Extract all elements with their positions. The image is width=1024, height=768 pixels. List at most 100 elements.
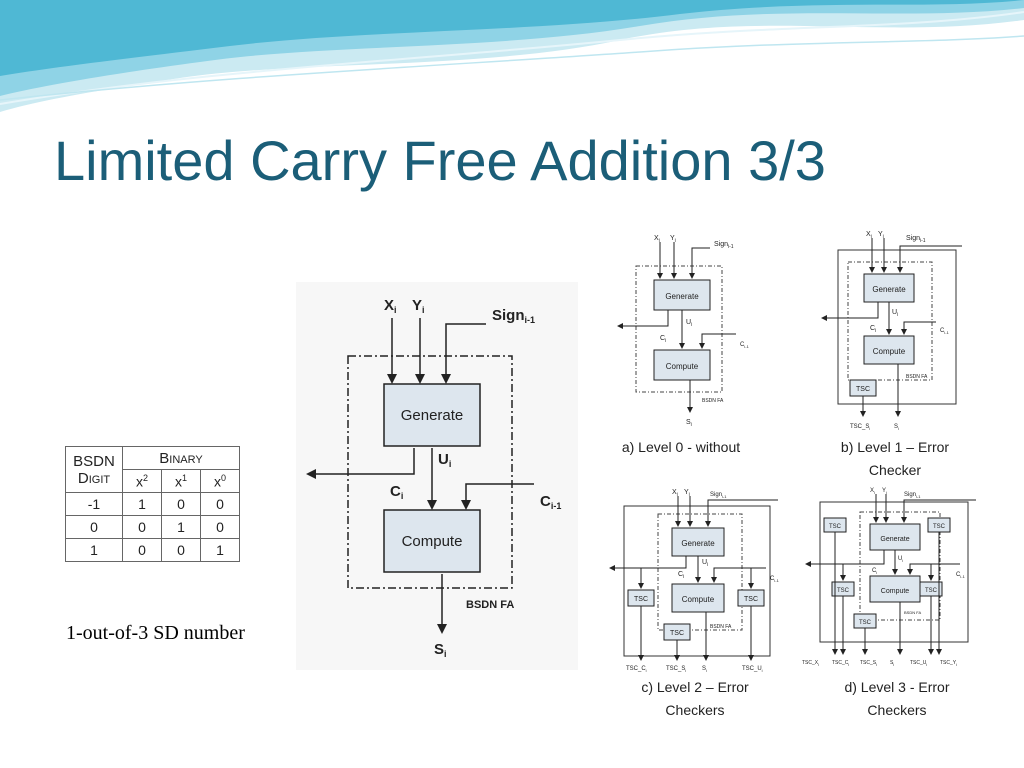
level2-caption-line2: Checkers xyxy=(665,702,725,718)
tsc-label: TSC xyxy=(670,630,684,637)
ui-label: Ui xyxy=(898,556,903,563)
level0-caption: a) Level 0 - without xyxy=(621,439,741,455)
header-wave xyxy=(0,0,1024,112)
yi-label: Yi xyxy=(878,231,884,240)
ci-label: Ci xyxy=(678,571,684,580)
sign-label: Signi-1 xyxy=(904,492,921,499)
compute-label: Compute xyxy=(881,588,910,595)
cell-digit: 1 xyxy=(65,538,123,562)
generate-label: Generate xyxy=(681,539,715,548)
xi-label: Xi xyxy=(654,235,660,244)
yi-label: Yi xyxy=(684,489,690,498)
sign-label: Signi-1 xyxy=(906,235,926,244)
tsc-label: TSC xyxy=(837,588,850,594)
yi-label: Yi xyxy=(882,488,887,495)
level1-caption-line2: Checker xyxy=(868,462,922,478)
compute-label: Compute xyxy=(666,362,699,371)
header-bsdn: BSDN xyxy=(73,452,115,470)
ci1-label: Ci-1 xyxy=(956,572,966,579)
bsdn-fa-label: BSDN FA xyxy=(702,398,724,404)
tsc-si-label: TSC_Si xyxy=(860,660,877,667)
tsc-ci-label: TSC_Ci xyxy=(626,666,647,673)
bsdn-fa-label: BSDN FA xyxy=(710,624,732,630)
table-row: 0 0 1 0 xyxy=(65,515,240,539)
header-bsdn-digit: BSDN Digit xyxy=(65,446,123,493)
compute-block xyxy=(383,509,481,573)
yi-label: Yi xyxy=(412,297,425,315)
sign-label: Signi-1 xyxy=(714,241,734,250)
bsdn-encoding-table: BSDN Digit Binary x2 x1 x0 -1 1 0 0 0 0 … xyxy=(65,446,240,562)
bsdn-fa-label: BSDN FA xyxy=(904,610,921,615)
generate-label: Generate xyxy=(880,536,909,543)
cell-digit: -1 xyxy=(65,492,123,516)
ci1-label: Ci-1 xyxy=(540,493,561,511)
ui-label: Ui xyxy=(438,451,451,469)
tsc-ui-label: TSC_Ui xyxy=(910,660,927,667)
ci-label: Ci xyxy=(870,325,876,334)
tsc-ci-label: TSC_Ci xyxy=(832,660,849,667)
tsc-si-label: TSC_Si xyxy=(666,666,686,673)
header-digit: Digit xyxy=(77,469,111,487)
cell-x0: 0 xyxy=(200,515,240,539)
header-binary: Binary xyxy=(122,446,240,470)
si-label: Si xyxy=(890,660,894,667)
cell-digit: 0 xyxy=(65,515,123,539)
level3-caption: d) Level 3 - Error Checkers xyxy=(808,676,986,722)
level0-diagram: Generate Compute Xi Yi Signi-1 Ci Ui Ci-… xyxy=(617,235,750,428)
cell-x1: 0 xyxy=(161,492,201,516)
cell-x1: 1 xyxy=(161,515,201,539)
ui-label: Ui xyxy=(892,309,898,318)
ci-label: Ci xyxy=(390,483,403,501)
bsdn-fa-label: BSDN FA xyxy=(466,599,514,611)
bsdn-fa-diagram: Generate Compute Xi Yi Signi-1 Ci Ui Ci-… xyxy=(296,282,578,670)
cell-x2: 1 xyxy=(122,492,162,516)
compute-label: Compute xyxy=(873,347,906,356)
xi-label: Xi xyxy=(866,231,872,240)
level1-caption-line1: b) Level 1 – Error xyxy=(840,439,950,455)
ci1-label: Ci-1 xyxy=(940,328,950,335)
ci1-label: Ci-1 xyxy=(740,342,750,349)
table-header-row: BSDN Digit Binary xyxy=(65,446,240,493)
tsc-label: TSC xyxy=(925,588,938,594)
si-label: Si xyxy=(686,419,692,428)
diagram-background xyxy=(296,282,578,670)
level3-caption-line2: Checkers xyxy=(867,702,927,718)
tsc-xi-label: TSC_Xi xyxy=(802,660,819,667)
level2-diagram: Generate Compute TSC TSC TSC Xi Yi Signi… xyxy=(609,489,780,673)
cell-x0: 0 xyxy=(200,492,240,516)
compute-label: Compute xyxy=(402,533,463,550)
cell-x1: 0 xyxy=(161,538,201,562)
generate-label: Generate xyxy=(401,407,464,424)
xi-label: Xi xyxy=(672,489,678,498)
tsc-si-label: TSC_Si xyxy=(850,424,870,431)
cell-x0: 1 xyxy=(200,538,240,562)
table-row: 1 0 0 1 xyxy=(65,538,240,562)
table-row: -1 1 0 0 xyxy=(65,492,240,516)
header-x2: x2 xyxy=(122,469,162,493)
compute-label: Compute xyxy=(682,595,715,604)
cell-x2: 0 xyxy=(122,515,162,539)
tsc-label: TSC xyxy=(859,620,872,626)
cell-x2: 0 xyxy=(122,538,162,562)
tsc-label: TSC xyxy=(933,524,946,530)
level2-caption: c) Level 2 – Error Checkers xyxy=(606,676,784,722)
si-label: Si xyxy=(434,641,447,659)
ci1-label: Ci-1 xyxy=(770,576,780,583)
xi-label: Xi xyxy=(384,297,397,315)
generate-label: Generate xyxy=(665,292,699,301)
level2-caption-line1: c) Level 2 – Error xyxy=(641,679,749,695)
tsc-label: TSC xyxy=(634,596,648,603)
bsdn-fa-label: BSDN FA xyxy=(906,374,928,380)
level1-diagram: Generate Compute TSC Xi Yi Signi-1 Ci Ui… xyxy=(821,231,962,431)
tsc-yi-label: TSC_Yi xyxy=(940,660,957,667)
xi-label: Xi xyxy=(870,488,875,495)
generate-label: Generate xyxy=(872,285,906,294)
si-label: Si xyxy=(702,666,707,673)
sign-label: Signi-1 xyxy=(492,307,535,325)
tsc-label: TSC xyxy=(744,596,758,603)
ui-label: Ui xyxy=(686,319,692,328)
ui-label: Ui xyxy=(702,559,708,568)
yi-label: Yi xyxy=(670,235,676,244)
table-caption: 1-out-of-3 SD number xyxy=(66,622,245,644)
level3-diagram: Generate Compute TSC TSC TSC TSC TSC Xi … xyxy=(802,488,976,667)
